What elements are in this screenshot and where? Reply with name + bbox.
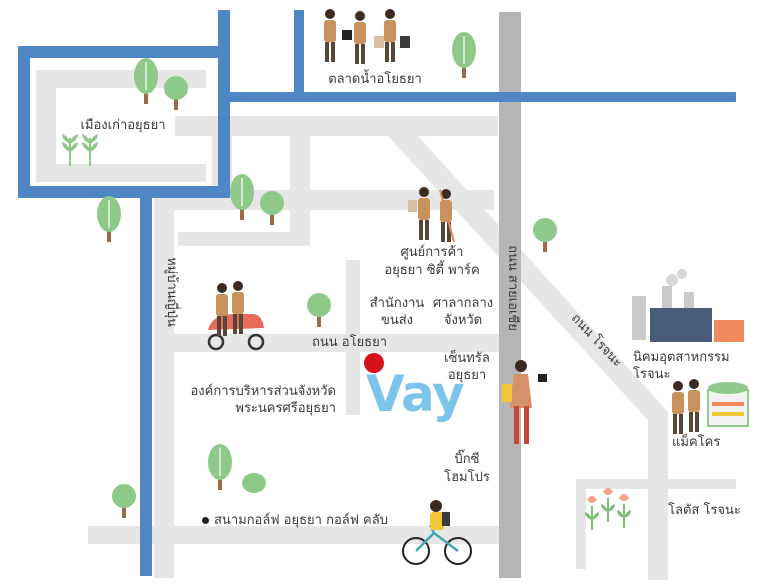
central-label-line2: อยุธยา (447, 368, 487, 383)
road-north-stub (290, 136, 310, 232)
walking-couple-icon (408, 187, 455, 243)
canals (18, 10, 736, 576)
road-japanese-village-lane (154, 210, 174, 578)
road-lotus-stub (576, 489, 586, 569)
canal-old-city-west (18, 46, 30, 198)
shopping-center-label-line1: ศูนย์การค้า (400, 245, 464, 260)
pao-label-line1: องค์การบริหารส่วนจังหวัด (190, 384, 337, 399)
floating-market-label: ตลาดน้ำอโยธยา (328, 72, 422, 87)
road-ayothaya (154, 334, 499, 352)
makro-label: แม็คโคร (672, 435, 721, 450)
district-office-label-line1: สำนักงาน (369, 296, 425, 311)
road-rojana (388, 136, 668, 580)
road-north-stub-base (178, 232, 310, 246)
shopping-center-label-line2: อยุธยา ซิตี้ พาร์ค (384, 263, 480, 278)
golf-club-marker-icon (202, 517, 209, 524)
road-center-vertical (346, 260, 360, 415)
brand-logo: Vay (366, 365, 465, 423)
japanese-village-road-label: หมู่บ้านญี่ปุ่น (164, 257, 179, 327)
golf-club-label: สนามกอล์ฟ อยุธยา กอล์ฟ คลับ (214, 513, 388, 528)
flower-icon (584, 487, 632, 531)
road-old-city-north (36, 70, 206, 88)
industrial-estate-label-line1: นิคมอุตสาหกรรม (633, 350, 730, 365)
road-golf (88, 526, 500, 544)
bicycle-rider-icon (402, 500, 472, 565)
supermarket-icon (672, 379, 749, 434)
pao-label-line2: พระนครศรีอยุธยา (235, 401, 336, 416)
shopping-people-icon (324, 9, 410, 64)
minor-roads (36, 70, 736, 580)
location-marker-icon (364, 353, 384, 373)
district-office-label-line2: ขนส่ง (380, 313, 414, 328)
asian-highway-label: ถนน สายเอเชีย (505, 245, 520, 331)
big-c-label-line1: บิ๊กซี (454, 452, 480, 467)
shopper-woman-icon (502, 360, 547, 444)
road-old-city-west (36, 70, 56, 182)
canal-japanese-village (140, 198, 152, 576)
industrial-estate-label-line2: โรจนะ (633, 367, 671, 382)
city-hall-label-line1: ศาลากลาง (432, 296, 494, 311)
big-c-label-line2: โฮมโปร (444, 470, 490, 485)
canal-old-city-east (218, 10, 230, 198)
motorbike-couple-icon (207, 281, 265, 351)
canal-old-city-south (18, 186, 230, 198)
sprout-icon (61, 133, 99, 167)
bush-icon (242, 473, 266, 493)
lotus-label: โลตัส โรจนะ (668, 503, 741, 518)
canal-north-stub (294, 10, 304, 92)
canal-old-city-north (18, 46, 230, 58)
road-old-city-east (175, 116, 498, 136)
ayothaya-road-label: ถนน อโยธยา (312, 335, 388, 350)
canal-east-west (230, 92, 736, 102)
old-city-label: เมืองเก่าอยุธยา (80, 118, 166, 133)
road-old-city-south (36, 164, 206, 182)
factory-icon (632, 269, 744, 342)
central-label-line1: เซ็นทรัล (444, 351, 490, 366)
city-hall-label-line2: จังหวัด (443, 313, 483, 328)
